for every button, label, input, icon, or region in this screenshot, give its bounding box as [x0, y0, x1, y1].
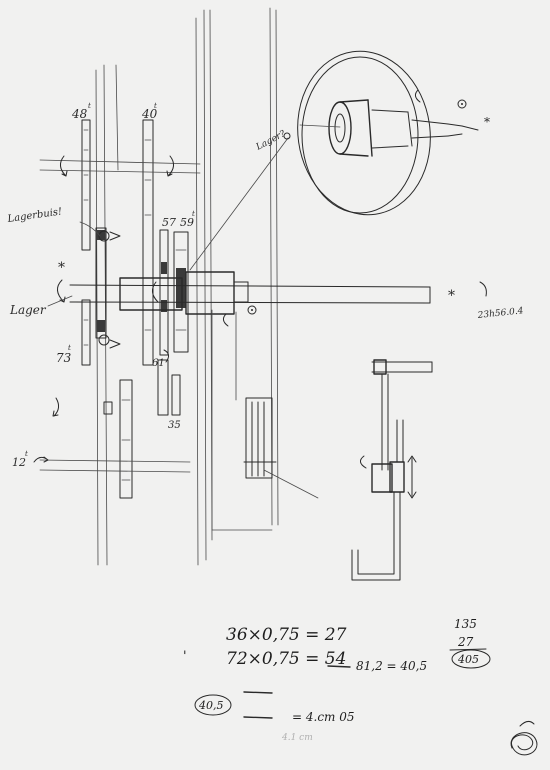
pointer-line	[189, 137, 289, 271]
circled-value: 40,5	[198, 699, 224, 712]
calc-line-2: 72×0,75 = 54	[226, 649, 346, 669]
annotations: Lagerbuis! Lager * Lager? * * 23h56.0.4	[6, 115, 524, 321]
label-gear-48: 48	[71, 107, 88, 121]
rotation-arrows	[33, 155, 487, 463]
label-gear-73: 73	[56, 351, 72, 365]
gear-40	[142, 119, 154, 366]
gear-48	[81, 119, 91, 366]
frame-lines	[95, 7, 279, 566]
fraction-bar	[449, 648, 487, 651]
calculation-notes: 36×0,75 = 27 72×0,75 = 54 81,2 = 40,5 13…	[183, 617, 491, 743]
tooth-mark: t	[154, 102, 157, 110]
tooth-mark: t	[192, 210, 195, 218]
tooth-mark: t	[25, 450, 28, 458]
label-gear-59: 59	[180, 216, 194, 229]
gear-61-35	[157, 359, 181, 416]
dash-1	[243, 691, 273, 694]
calc-line-3: = 4.cm 05	[292, 710, 355, 724]
gear-12	[103, 379, 133, 499]
star-left: *	[58, 260, 65, 276]
dash-2	[243, 716, 273, 719]
star-right-top: *	[484, 115, 490, 129]
fraction-circle	[451, 649, 491, 669]
fraction-mid: 27	[457, 635, 474, 649]
underline-54	[327, 665, 351, 668]
star-shaft: *	[448, 288, 455, 304]
label-gear-35: 35	[168, 420, 181, 431]
circled-value-outline	[194, 694, 232, 716]
gear-57	[159, 229, 169, 356]
tooth-mark: t	[88, 102, 91, 110]
bracket-right	[351, 359, 433, 581]
fraction-bottom: 405	[457, 653, 479, 666]
label-gear-40: 40	[141, 107, 158, 121]
gear-59	[173, 231, 189, 353]
tooth-mark: t	[68, 344, 71, 352]
label-gear-57: 57	[162, 216, 176, 229]
label-gear-61: 61	[152, 358, 165, 369]
faint-note: 4.1 cm	[281, 733, 313, 743]
calc-line-2-tail: 81,2 = 40,5	[356, 659, 427, 673]
time-note: 23h56.0.4	[476, 306, 524, 321]
main-shaft	[39, 159, 431, 473]
label-gear-12: 12	[12, 456, 26, 469]
label-lagerbuis: Lagerbuis!	[6, 206, 63, 225]
bracket-middle	[211, 309, 319, 531]
scribble	[510, 720, 538, 756]
fraction-top: 135	[454, 617, 477, 631]
front-view-gear	[283, 50, 479, 216]
tick-mark: '	[183, 649, 187, 664]
label-lager: Lager	[9, 303, 47, 317]
calc-line-1: 36×0,75 = 27	[226, 625, 347, 645]
gear-labels: 48 t 40 t 57 59 t 73 t 61 35 12 t	[12, 102, 195, 469]
gear-73	[95, 227, 110, 346]
